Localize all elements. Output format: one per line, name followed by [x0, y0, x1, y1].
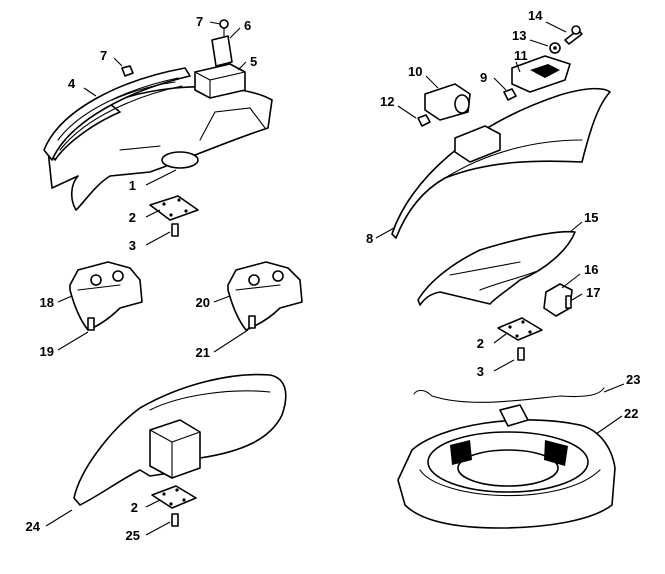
callout-23: 23	[626, 372, 640, 387]
callout-2-bottom: 2	[131, 500, 138, 515]
clamp-bore	[454, 94, 470, 114]
callout-11: 11	[514, 48, 528, 63]
callout-18: 18	[40, 295, 54, 310]
guard-strip	[43, 67, 191, 161]
screw-head	[571, 25, 581, 35]
mount-block	[194, 63, 246, 99]
guard-housing	[69, 261, 143, 331]
callout-9: 9	[480, 70, 487, 85]
callout-6: 6	[244, 18, 251, 33]
screw	[248, 315, 256, 329]
callout-14: 14	[528, 8, 543, 23]
plate	[151, 485, 197, 509]
guard-18	[69, 261, 143, 331]
callout-24: 24	[26, 519, 41, 534]
screw	[87, 317, 95, 331]
callout-5: 5	[250, 54, 257, 69]
bracket	[211, 35, 233, 67]
callout-8: 8	[366, 231, 373, 246]
screw	[517, 347, 525, 361]
plate	[497, 317, 543, 341]
nut	[417, 114, 431, 127]
callout-2: 2	[129, 210, 136, 225]
callout-17: 17	[586, 285, 600, 300]
housing-tab	[499, 404, 529, 427]
callout-25: 25	[126, 528, 140, 543]
screw	[171, 513, 179, 527]
callout-16: 16	[584, 262, 598, 277]
housing-assembly-bottom-right	[397, 387, 616, 529]
deflector-assembly-top-left	[43, 19, 273, 237]
small-deflector	[417, 230, 576, 306]
callout-10: 10	[408, 64, 422, 79]
plate	[149, 195, 199, 221]
callout-22: 22	[624, 406, 638, 421]
callout-3: 3	[129, 238, 136, 253]
deflector-assembly-top-right	[391, 25, 611, 239]
deflector-mount	[454, 125, 501, 163]
nut	[121, 65, 134, 77]
large-deflector	[391, 87, 611, 239]
deflector-assembly-right-middle	[417, 230, 576, 361]
leader-lines	[45, 21, 625, 536]
deflector-mount	[149, 419, 201, 479]
nut	[503, 88, 517, 101]
callout-1: 1	[129, 178, 136, 193]
callout-labels: 1 2 3 4 5 6 7 7 8 9 10 11 12 13 14 15 16…	[26, 8, 641, 543]
deflector-shell	[47, 85, 273, 211]
callout-3-right: 3	[477, 364, 484, 379]
callout-20: 20	[196, 295, 210, 310]
guard-housing	[227, 261, 303, 331]
callout-7-left: 7	[100, 48, 107, 63]
center-boss	[161, 151, 199, 169]
spring	[413, 387, 605, 403]
guard-20	[227, 261, 303, 331]
callout-19: 19	[40, 344, 54, 359]
deflector-assembly-bottom-left	[73, 373, 287, 527]
callout-15: 15	[584, 210, 598, 225]
screw	[171, 223, 179, 237]
housing-center	[457, 449, 559, 487]
screw	[219, 19, 229, 29]
callout-13: 13	[512, 28, 526, 43]
callout-12: 12	[380, 94, 394, 109]
callout-2-right: 2	[477, 336, 484, 351]
screw	[565, 295, 572, 309]
callout-4: 4	[68, 76, 76, 91]
callout-21: 21	[196, 345, 210, 360]
callout-7-top: 7	[196, 14, 203, 29]
